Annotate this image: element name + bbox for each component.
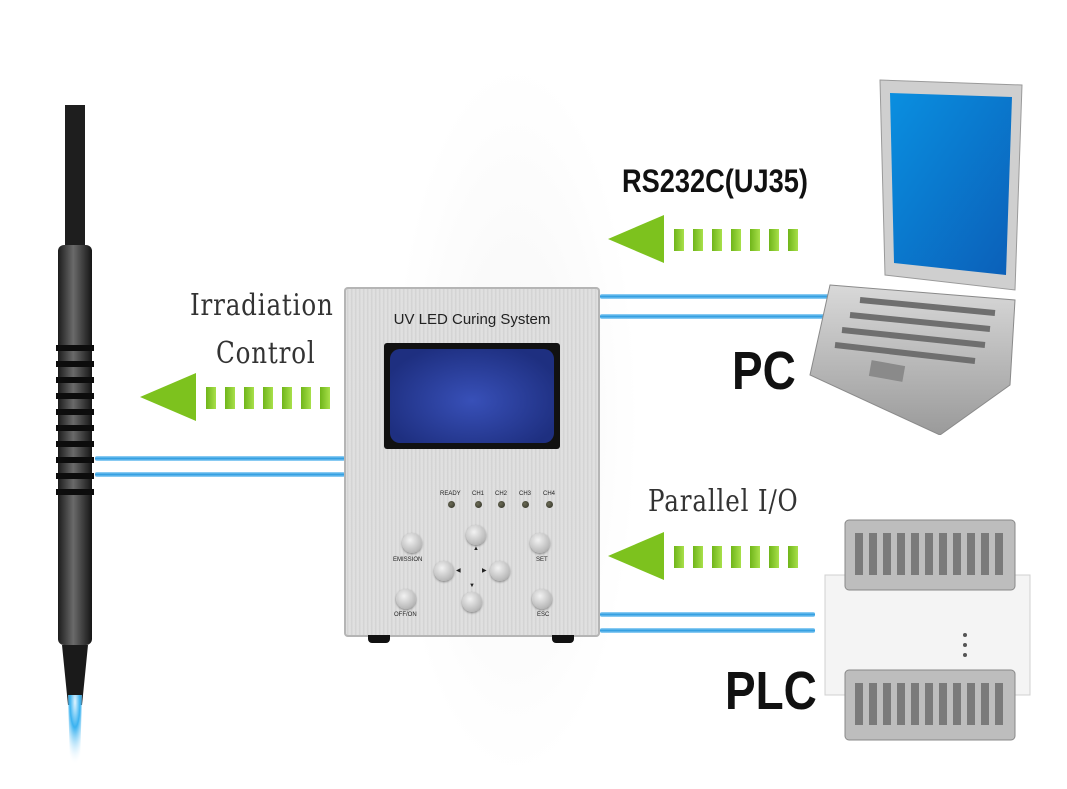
cable-plc-2 bbox=[600, 628, 815, 633]
led-ch1-icon bbox=[475, 501, 482, 508]
uv-led-head bbox=[50, 105, 100, 765]
led-label-ch3: CH3 bbox=[519, 491, 532, 497]
rs232c-label: RS232C(UJ35) bbox=[622, 163, 808, 199]
left-button[interactable] bbox=[434, 561, 454, 581]
cable-head-left-1 bbox=[95, 456, 345, 461]
led-ch3-icon bbox=[522, 501, 529, 508]
rs232c-arrow-icon bbox=[608, 215, 808, 265]
parallel-io-arrow-icon bbox=[608, 532, 808, 582]
emission-button[interactable] bbox=[402, 533, 422, 553]
right-button[interactable] bbox=[490, 561, 510, 581]
emission-label: EMISSION bbox=[393, 557, 423, 563]
right-arrow-icon: ▶ bbox=[482, 568, 487, 574]
plc-label: PLC bbox=[725, 661, 817, 721]
led-label-ch2: CH2 bbox=[495, 491, 508, 497]
led-label-ready: READY bbox=[440, 491, 461, 497]
pc-label: PC bbox=[732, 341, 796, 401]
plc-icon bbox=[815, 515, 1045, 765]
up-button[interactable] bbox=[466, 525, 486, 545]
cable-plc-1 bbox=[600, 612, 815, 617]
esc-button[interactable] bbox=[532, 589, 552, 609]
esc-label: ESC bbox=[537, 612, 550, 618]
off-on-label: OFF/ON bbox=[394, 612, 417, 618]
up-arrow-icon: ▲ bbox=[473, 546, 479, 552]
laptop-icon bbox=[790, 75, 1030, 436]
down-button[interactable] bbox=[462, 592, 482, 612]
led-ch2-icon bbox=[498, 501, 505, 508]
lcd-screen bbox=[384, 343, 560, 449]
irradiation-label-line1: Irradiation bbox=[190, 288, 334, 323]
parallel-io-label: Parallel I/O bbox=[648, 484, 799, 519]
cable-pc-1 bbox=[600, 294, 870, 299]
left-arrow-icon: ◀ bbox=[456, 568, 461, 574]
cable-pc-2 bbox=[600, 314, 860, 319]
set-label: SET bbox=[536, 557, 548, 563]
irradiation-arrow-icon bbox=[140, 373, 340, 423]
down-arrow-icon: ▼ bbox=[469, 583, 475, 589]
controller-unit: UV LED Curing System READY CH1 CH2 CH3 C… bbox=[344, 287, 600, 637]
irradiation-label-line2: Control bbox=[216, 336, 316, 371]
cable-head-left-2 bbox=[95, 472, 345, 477]
led-label-ch4: CH4 bbox=[543, 491, 556, 497]
led-ready-icon bbox=[448, 501, 455, 508]
controller-foot-left bbox=[368, 635, 390, 643]
off-on-button[interactable] bbox=[396, 589, 416, 609]
controller-title: UV LED Curing System bbox=[393, 311, 551, 328]
set-button[interactable] bbox=[530, 533, 550, 553]
led-label-ch1: CH1 bbox=[472, 491, 485, 497]
controller-foot-right bbox=[552, 635, 574, 643]
led-ch4-icon bbox=[546, 501, 553, 508]
